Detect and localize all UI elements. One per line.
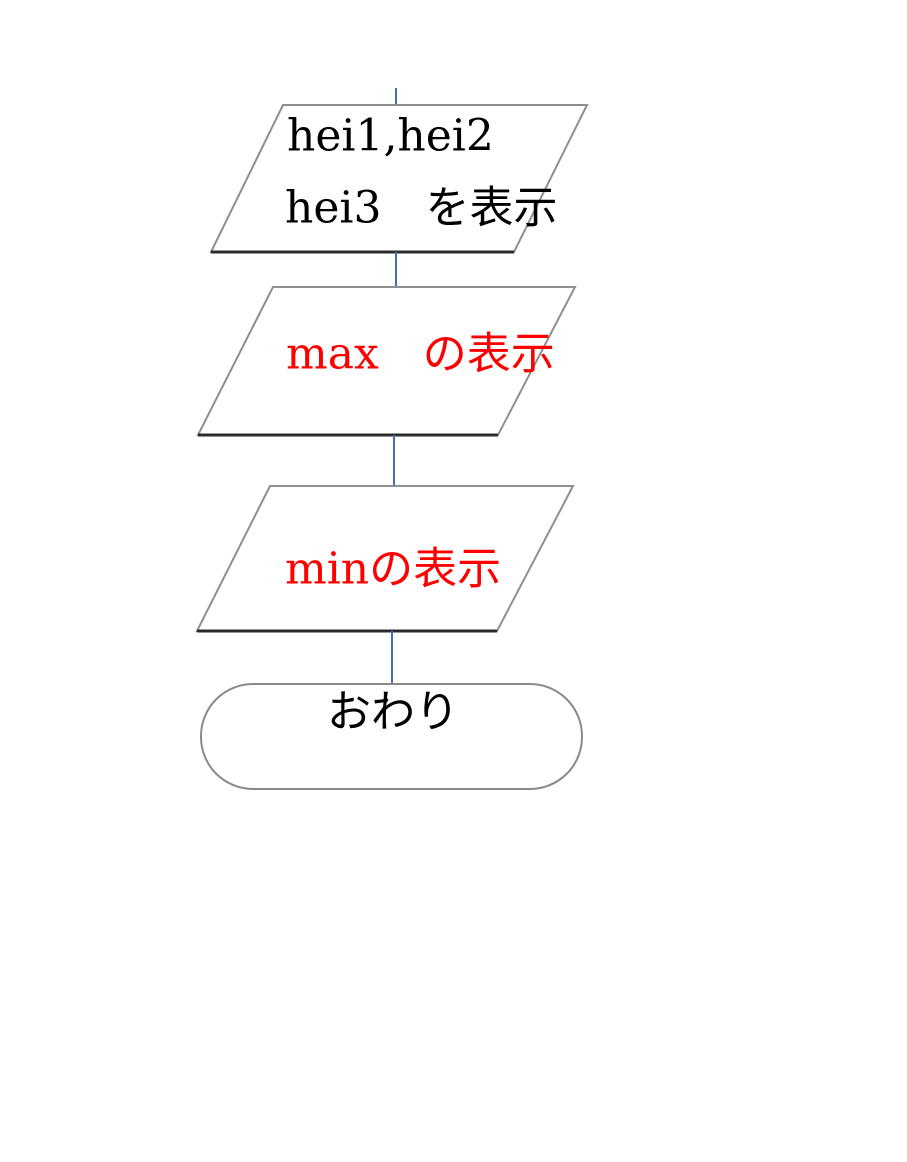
end-terminal-shape [200, 683, 583, 790]
display-min-node: minの表示 [195, 485, 575, 633]
end-terminal-label: おわり [327, 687, 459, 738]
display-hei-values-node: hei1,hei2 hei3 を表示 [209, 104, 589, 254]
display-hei-values-line-2: hei3 を表示 [285, 183, 557, 234]
end-terminal-node: おわり [200, 683, 583, 790]
display-hei-values-line-1: hei1,hei2 [287, 111, 494, 162]
display-max-node: max の表示 [196, 286, 577, 437]
display-max-label: max の表示 [286, 329, 555, 380]
display-min-label: minの表示 [285, 544, 501, 595]
